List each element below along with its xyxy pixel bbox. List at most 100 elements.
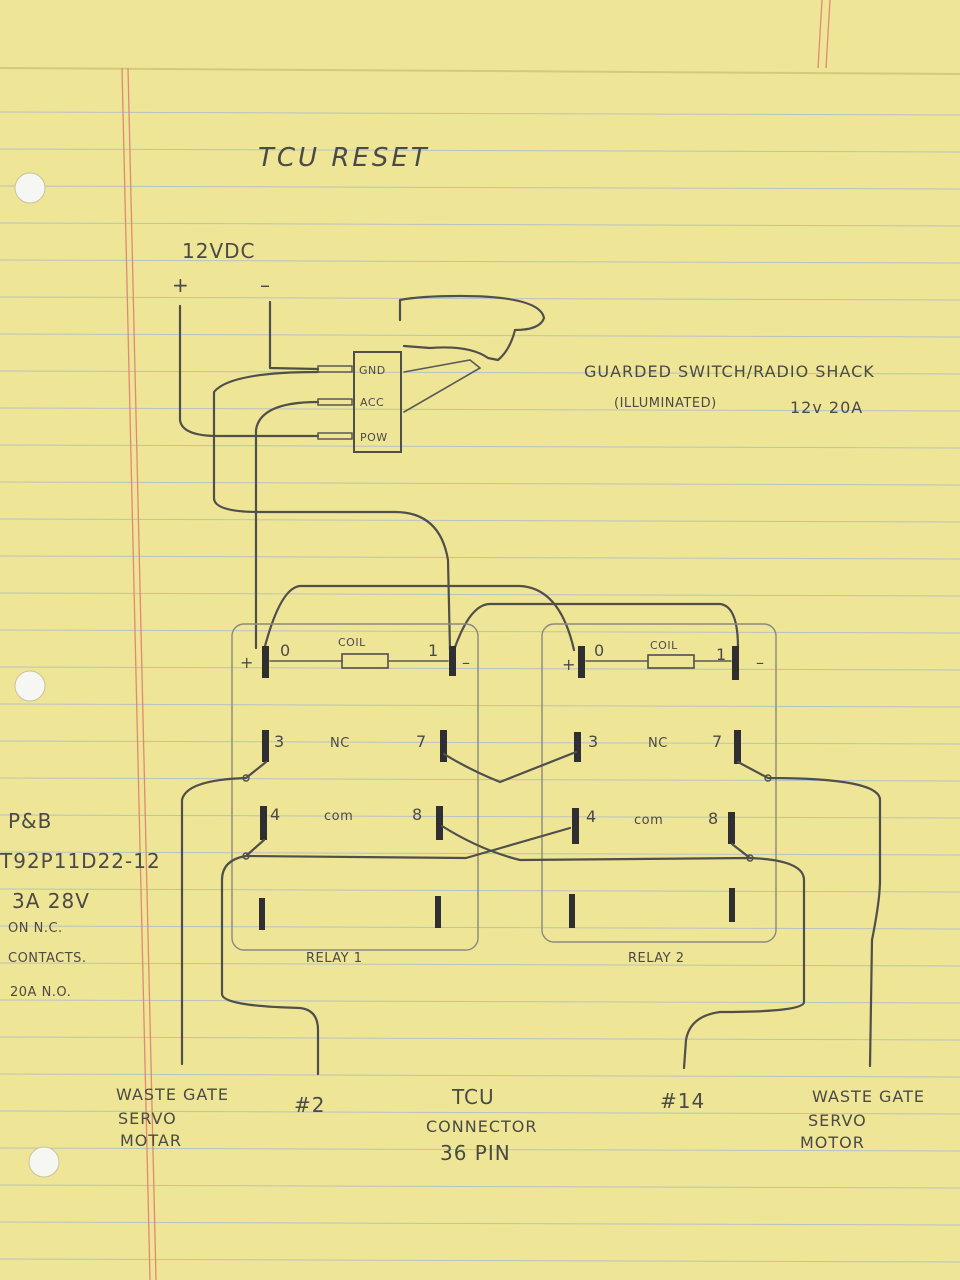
ruled-line (0, 1147, 960, 1152)
ruled-line (0, 629, 960, 634)
switch-note-line2: (ILLUMINATED) (614, 396, 717, 411)
relay-1-pin-8-label: 8 (412, 805, 423, 824)
relay-1-pin-1-label: 1 (428, 641, 439, 660)
ruled-line (0, 1073, 960, 1078)
ruled-line (0, 814, 960, 819)
relay-1-pin-0 (262, 646, 269, 678)
relay-1-pin-86 (435, 896, 441, 928)
margin-line-top (817, 0, 823, 69)
relay-1-name: RELAY 1 (306, 951, 363, 966)
relay-1-com: com (324, 809, 353, 824)
ruled-line (0, 888, 960, 893)
relay-2-pin-85 (569, 894, 575, 928)
relay-2-pin-86 (729, 888, 735, 922)
margin-line-top (825, 0, 831, 69)
servo-right-line2: SERVO (808, 1111, 867, 1130)
relay-2-body (541, 623, 777, 943)
ruled-line (0, 1258, 960, 1263)
relay-2-pin-0-label: 0 (594, 641, 605, 660)
ruled-line (0, 740, 960, 745)
relay-2-pin-7-label: 7 (712, 732, 723, 751)
relay-1-body (231, 623, 479, 951)
relay-1-coil (341, 653, 389, 669)
relay-spec-no: 20A N.O. (10, 985, 71, 1000)
diagram-title: TCU RESET (258, 143, 430, 173)
wire-relay1-no8-to-pin14 (440, 824, 806, 1070)
ruled-line (0, 592, 960, 597)
servo-left-line1: WASTE GATE (116, 1085, 229, 1104)
wire-relay2-pin8-jumper (730, 842, 752, 860)
relay-1: COIL + 0 1 – 3 NC 7 4 com 8 RELAY 1 (240, 636, 471, 966)
tcu-pin-2: #2 (294, 1093, 325, 1117)
relay-1-pin-3 (262, 730, 269, 762)
relay-spec-part: T92P11D22-12 (0, 849, 161, 873)
relay-2-pin-3 (574, 732, 581, 762)
relay-1-pin-0-label: 0 (280, 641, 291, 660)
wire-relay2-nc7-to-servo-right (736, 760, 882, 1068)
ruled-line (0, 407, 960, 412)
switch-terminal-pow: POW (360, 431, 388, 444)
wire-relay1-nc7-to-relay2-nc3 (442, 750, 578, 784)
ruled-line (0, 999, 960, 1004)
relay-2-pin-7 (734, 730, 741, 764)
relay-1-pin-85 (259, 898, 265, 930)
relay-2-pin-8-label: 8 (708, 809, 719, 828)
ruled-line (0, 148, 960, 153)
ruled-line (0, 296, 960, 301)
relay-spec-brand: P&B (8, 809, 52, 833)
ruled-line (0, 259, 960, 264)
ruled-line (0, 1036, 960, 1041)
ruled-line (0, 444, 960, 449)
ruled-line (0, 185, 960, 190)
relay-2: COIL + 0 1 – 3 NC 7 4 com 8 RELAY 2 (562, 639, 765, 966)
binder-hole (28, 1146, 60, 1178)
ruled-line (0, 222, 960, 227)
relay-spec-contacts: CONTACTS. (8, 951, 87, 966)
wire-relay1-to-relay2-plus (262, 584, 576, 652)
ruled-line (0, 555, 960, 560)
relay-spec-nc: ON N.C. (8, 921, 63, 936)
switch-note-line1: GUARDED SWITCH/RADIO SHACK (584, 362, 875, 381)
ruled-lines (0, 111, 960, 1263)
relay-2-minus: – (756, 653, 765, 672)
switch-terminal-acc: ACC (360, 396, 384, 409)
relay-2-coil (647, 654, 695, 669)
relay-1-pin-3-label: 3 (274, 732, 285, 751)
switch-rating: 12v 20A (790, 398, 863, 417)
binder-hole (14, 172, 46, 204)
relay-2-pin-8 (728, 812, 735, 844)
ruled-line (0, 777, 960, 782)
relay-2-pin-4 (572, 808, 579, 844)
ruled-line (0, 962, 960, 967)
ruled-line (0, 518, 960, 523)
relay-2-nc: NC (648, 736, 668, 751)
margin-line (127, 67, 157, 1280)
ruled-line (0, 1110, 960, 1115)
servo-left-line2: SERVO (118, 1109, 177, 1128)
ruled-line (0, 111, 960, 116)
relay-1-pin-7-label: 7 (416, 732, 427, 751)
relay-1-minus: – (462, 653, 471, 672)
relay-1-pin-1 (449, 646, 456, 676)
ruled-line (0, 481, 960, 486)
power-plus: + (172, 273, 190, 297)
switch-terminal-gnd: GND (359, 364, 386, 377)
margin-line (121, 67, 151, 1280)
relay-2-name: RELAY 2 (628, 951, 685, 966)
relay-2-coil-label: COIL (650, 639, 678, 652)
wire-acc-to-relay1-plus (254, 400, 320, 650)
relay-2-com: com (634, 813, 663, 828)
relay-2-pin-1 (732, 646, 739, 680)
wire-relay1-com-to-pin2 (220, 838, 320, 1076)
wire-plus-to-pow (178, 304, 320, 438)
power-label: 12VDC (182, 239, 256, 263)
relay-2-pin-4-label: 4 (586, 807, 597, 826)
relay-2-plus: + (562, 655, 576, 674)
ruled-line (0, 1221, 960, 1226)
servo-right-line3: MOTOR (800, 1133, 865, 1152)
tcu-pin-14: #14 (660, 1089, 705, 1113)
relay-1-coil-label: COIL (338, 636, 366, 649)
relay-2-pin-3-label: 3 (588, 732, 599, 751)
relay-1-pin-4 (260, 806, 267, 840)
ruled-line (0, 925, 960, 930)
